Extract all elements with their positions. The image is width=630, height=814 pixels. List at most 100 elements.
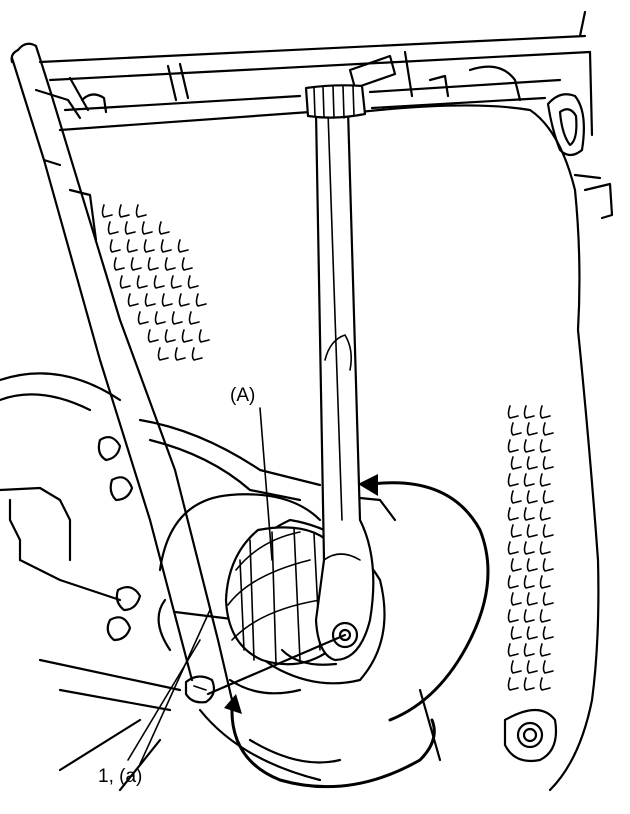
callout-label-a: (A) — [230, 385, 255, 406]
grip-mark — [191, 347, 203, 361]
grip-mark — [526, 592, 538, 606]
grip-mark — [526, 490, 538, 504]
grip-mark — [539, 507, 551, 521]
grip-mark — [141, 221, 153, 235]
grip-mark — [523, 473, 535, 487]
grip-mark — [526, 626, 538, 640]
grip-mark — [510, 592, 522, 606]
grip-mark — [119, 275, 131, 289]
connector-line — [206, 633, 347, 696]
grip-mark — [526, 456, 538, 470]
grip-mark — [542, 524, 554, 538]
filter-wrench — [304, 84, 375, 662]
grip-mark — [170, 275, 182, 289]
grip-mark — [542, 626, 554, 640]
frame-rail — [0, 42, 322, 792]
grip-mark — [147, 329, 159, 343]
grip-mark — [135, 204, 147, 218]
grip-mark — [510, 456, 522, 470]
grip-mark — [523, 405, 535, 419]
grip-mark — [109, 239, 121, 253]
grip-mark — [507, 677, 519, 691]
grip-mark — [539, 473, 551, 487]
grip-mark — [507, 507, 519, 521]
grip-mark — [188, 311, 200, 325]
grip-mark — [147, 257, 159, 271]
grip-mark — [144, 293, 156, 307]
grip-mark — [523, 439, 535, 453]
grip-mark — [526, 524, 538, 538]
grip-mark — [153, 275, 165, 289]
grip-mark — [107, 221, 119, 235]
grip-mark — [523, 575, 535, 589]
grip-mark — [542, 592, 554, 606]
grip-mark — [137, 311, 149, 325]
grip-mark — [510, 524, 522, 538]
grip-mark — [539, 405, 551, 419]
grip-mark — [130, 257, 142, 271]
grip-mark — [507, 643, 519, 657]
grip-mark — [154, 311, 166, 325]
grip-mark — [507, 439, 519, 453]
leader-line-part-1 — [127, 639, 201, 761]
grip-texture-left — [101, 204, 210, 361]
grip-mark — [539, 575, 551, 589]
grip-mark — [171, 311, 183, 325]
grip-mark — [507, 575, 519, 589]
upper-frame — [38, 10, 594, 137]
grip-mark — [510, 626, 522, 640]
grip-mark — [539, 643, 551, 657]
grip-mark — [174, 347, 186, 361]
grip-mark — [187, 275, 199, 289]
grip-mark — [113, 257, 125, 271]
grip-mark — [542, 558, 554, 572]
grip-mark — [143, 239, 155, 253]
grip-texture-right — [507, 405, 554, 691]
grip-mark — [523, 677, 535, 691]
filter-housing — [157, 493, 442, 782]
grip-mark — [542, 456, 554, 470]
grip-mark — [181, 329, 193, 343]
grip-mark — [160, 239, 172, 253]
grip-mark — [507, 473, 519, 487]
rotation-arrow-lower — [224, 694, 436, 789]
grip-mark — [126, 239, 138, 253]
callout-label-part-1-a: 1, (a) — [98, 766, 142, 787]
grip-mark — [523, 507, 535, 521]
grip-mark — [523, 541, 535, 555]
grip-mark — [178, 293, 190, 307]
grip-mark — [177, 239, 189, 253]
grip-mark — [507, 541, 519, 555]
grip-mark — [118, 204, 130, 218]
grip-mark — [526, 558, 538, 572]
grip-mark — [164, 329, 176, 343]
grip-mark — [510, 422, 522, 436]
grip-mark — [539, 541, 551, 555]
grip-mark — [526, 660, 538, 674]
grip-mark — [507, 405, 519, 419]
grip-mark — [539, 609, 551, 623]
grip-mark — [539, 677, 551, 691]
grip-mark — [510, 660, 522, 674]
leader-line-filter — [259, 407, 273, 561]
grip-mark — [523, 643, 535, 657]
right-panel — [358, 93, 614, 792]
grip-mark — [542, 490, 554, 504]
grip-mark — [136, 275, 148, 289]
rotation-arrow-upper — [358, 474, 490, 722]
grip-mark — [127, 293, 139, 307]
grip-mark — [164, 257, 176, 271]
grip-mark — [195, 293, 207, 307]
grip-mark — [124, 221, 136, 235]
grip-mark — [542, 660, 554, 674]
drain-plug — [184, 675, 216, 704]
grip-mark — [510, 490, 522, 504]
grip-mark — [158, 221, 170, 235]
grip-mark — [157, 347, 169, 361]
grip-mark — [539, 439, 551, 453]
grip-mark — [542, 422, 554, 436]
grip-mark — [510, 558, 522, 572]
grip-mark — [161, 293, 173, 307]
grip-mark — [101, 204, 113, 218]
